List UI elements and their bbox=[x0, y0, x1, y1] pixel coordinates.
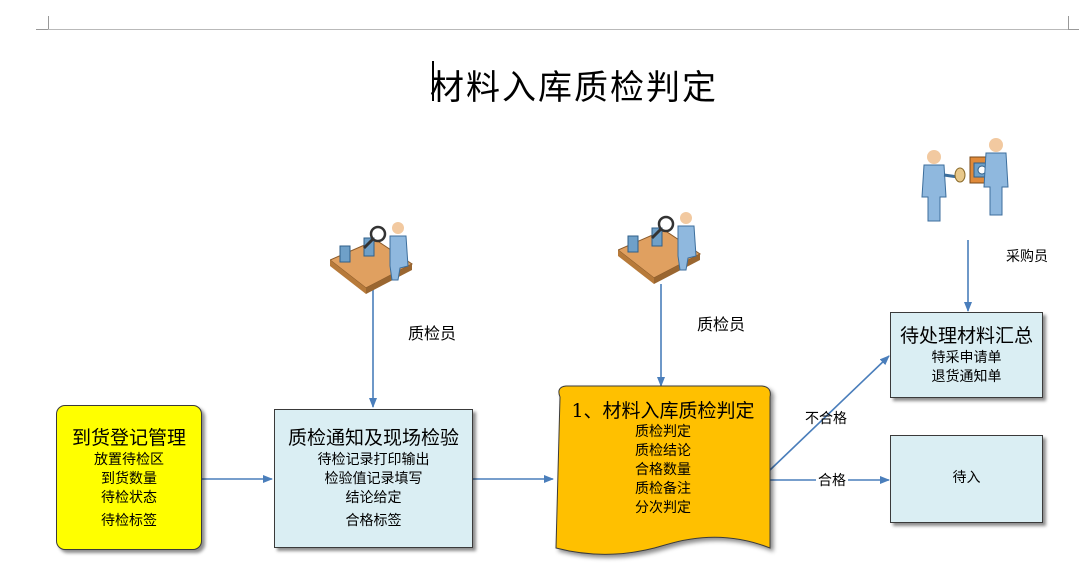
pending-line: 退货通知单 bbox=[931, 369, 1002, 385]
inspection-box: 质检通知及现场检验 待检记录打印输出 检验值记录填写 结论给定 合格标签 bbox=[274, 409, 473, 548]
pending-materials-box: 待处理材料汇总 特采申请单 退货通知单 bbox=[890, 312, 1043, 398]
inspection-line: 结论给定 bbox=[345, 490, 402, 506]
judgement-document-shape bbox=[555, 385, 771, 555]
inspection-line: 合格标签 bbox=[345, 513, 402, 529]
edge-label-fail: 不合格 bbox=[805, 411, 847, 427]
arrival-registration-box: 到货登记管理 放置待检区 到货数量 待检状态 待检标签 bbox=[56, 405, 202, 550]
inspector-conveyor-icon bbox=[330, 222, 413, 294]
purchaser-label: 采购员 bbox=[1006, 249, 1048, 265]
inspector-label-2: 质检员 bbox=[697, 315, 746, 334]
judgement-line: 分次判定 bbox=[635, 500, 691, 516]
judgement-heading: 1、材料入库质检判定 bbox=[571, 400, 755, 422]
header-rule bbox=[48, 29, 1068, 30]
warehouse-box: 待入 bbox=[890, 435, 1043, 523]
judgement-line: 合格数量 bbox=[635, 462, 691, 478]
purchaser-handshake-icon bbox=[921, 138, 1009, 222]
text-cursor bbox=[432, 61, 434, 101]
page-corner-right bbox=[1068, 16, 1079, 30]
arrival-line: 到货数量 bbox=[101, 471, 157, 487]
inspection-line: 检验值记录填写 bbox=[324, 471, 423, 487]
arrival-line: 放置待检区 bbox=[94, 452, 164, 468]
diagram-title: 材料入库质检判定 bbox=[430, 68, 718, 108]
pending-line: 特采申请单 bbox=[931, 350, 1002, 366]
pending-heading: 待处理材料汇总 bbox=[899, 325, 1033, 347]
inspector-conveyor-icon bbox=[618, 212, 701, 284]
arrival-heading: 到货登记管理 bbox=[71, 427, 186, 449]
inspection-line: 待检记录打印输出 bbox=[317, 452, 430, 468]
arrow-fail-to-pending bbox=[769, 355, 890, 471]
warehouse-label: 待入 bbox=[952, 470, 981, 486]
inspection-heading: 质检通知及现场检验 bbox=[287, 427, 459, 449]
inspector-label-1: 质检员 bbox=[408, 324, 457, 343]
arrival-line: 待检状态 bbox=[101, 490, 157, 506]
judgement-box: 1、材料入库质检判定 质检判定 质检结论 合格数量 质检备注 分次判定 bbox=[556, 399, 770, 518]
judgement-line: 质检备注 bbox=[635, 481, 691, 497]
judgement-line: 质检结论 bbox=[635, 443, 691, 459]
judgement-line: 质检判定 bbox=[635, 424, 691, 440]
page-corner-left bbox=[36, 16, 49, 30]
edge-label-pass: 合格 bbox=[816, 470, 848, 490]
arrival-line: 待检标签 bbox=[101, 513, 157, 529]
